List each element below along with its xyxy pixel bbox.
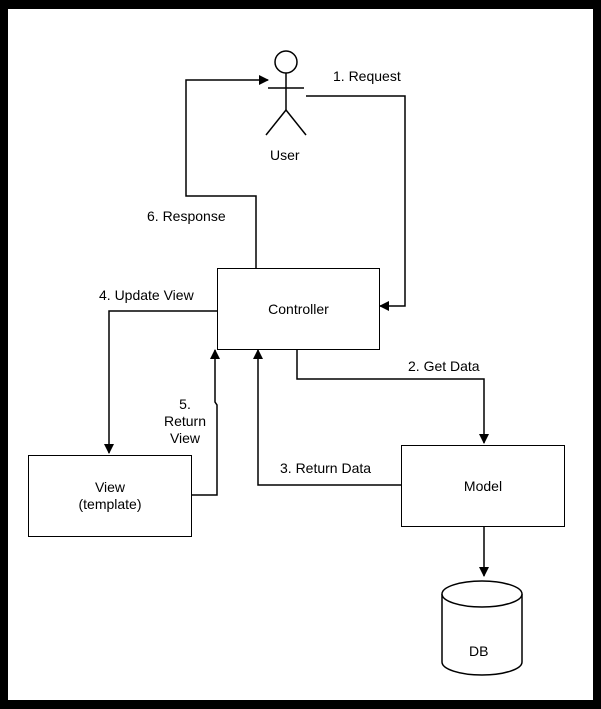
response-edge [185, 75, 269, 268]
update-view-label: 4. Update View [99, 287, 194, 303]
view-node: View (template) [28, 455, 192, 537]
controller-node: Controller [217, 268, 380, 350]
controller-label: Controller [268, 300, 329, 317]
get-data-edge [296, 349, 489, 444]
model-node: Model [401, 445, 565, 527]
return-view-label-line1: 5. [179, 396, 191, 412]
view-label-line2: (template) [78, 496, 142, 512]
user-actor-icon [265, 50, 307, 136]
return-data-edge [253, 349, 401, 486]
request-label: 1. Request [333, 68, 401, 84]
user-label: User [270, 147, 300, 163]
model-label: Model [463, 477, 503, 494]
return-view-edge [192, 349, 220, 496]
update-view-edge [104, 310, 217, 454]
return-view-label-line3: View [169, 430, 201, 446]
return-view-label-line2: Return [163, 413, 207, 429]
db-cylinder-icon [441, 580, 523, 676]
response-label: 6. Response [147, 208, 226, 224]
return-data-label: 3. Return Data [280, 460, 372, 476]
get-data-label: 2. Get Data [408, 358, 480, 374]
return-view-label: 5. Return View [160, 396, 210, 447]
request-edge [306, 95, 406, 311]
db-label: DB [469, 643, 489, 659]
view-label-line1: View [94, 479, 126, 495]
